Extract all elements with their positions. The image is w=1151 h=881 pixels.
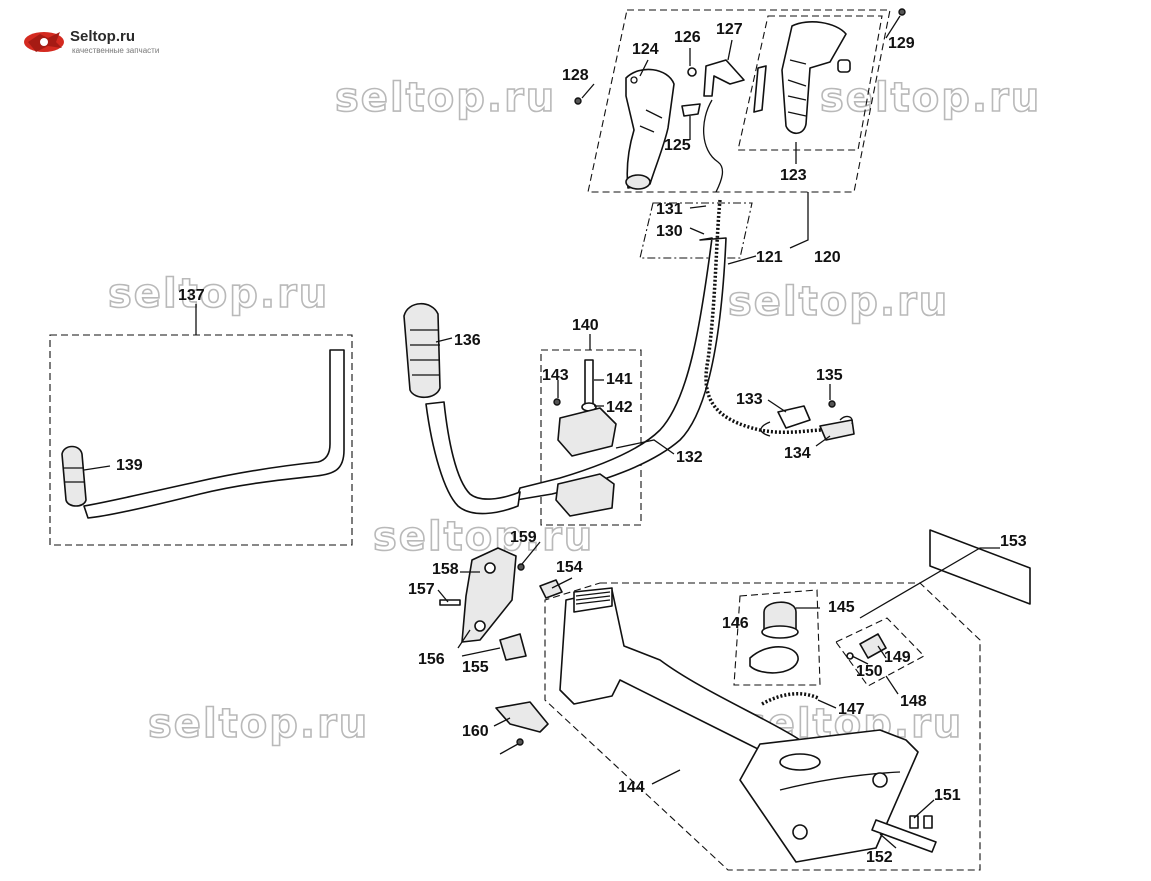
group-147-outline [835, 617, 925, 687]
label-125: 125 [664, 137, 691, 154]
label-130: 130 [656, 223, 683, 240]
label-139: 140 [572, 317, 599, 334]
label-136: 136 [454, 332, 481, 349]
group-130-outline [639, 202, 753, 259]
part-144-cap [749, 601, 819, 706]
label-132: 133 [736, 391, 763, 408]
label-147: 148 [900, 693, 927, 710]
watermark-2: seltop.ru [820, 75, 1041, 121]
group-137-outline [49, 334, 353, 546]
site-logo[interactable]: Seltop.ru качественные запчасти [22, 24, 212, 58]
label-129: 129 [888, 35, 915, 52]
label-131: 131 [656, 201, 683, 218]
watermark-6: seltop.ru [148, 701, 369, 747]
label-137: 137 [178, 287, 205, 304]
part-135-main-tube [425, 199, 837, 515]
watermarks: seltop.ru seltop.ru seltop.ru seltop.ru … [107, 74, 1041, 748]
label-144: 145 [828, 599, 855, 616]
label-123: 123 [780, 167, 807, 184]
label-138: 139 [116, 457, 143, 474]
part-132-133-134-switch [760, 405, 855, 441]
part-155-bracket [439, 547, 563, 733]
label-145: 146 [722, 615, 749, 632]
part-150-151-pin [871, 815, 937, 853]
logo-name: Seltop.ru [70, 28, 136, 45]
label-140: 141 [606, 371, 633, 388]
label-133: 134 [784, 445, 811, 462]
label-134: 135 [816, 367, 843, 384]
part-123-housing [753, 21, 851, 135]
group-143-outline [544, 582, 981, 871]
part-125-126-127 [681, 59, 745, 193]
label-154: 155 [462, 659, 489, 676]
label-152: 153 [1000, 533, 1027, 550]
label-127: 127 [716, 21, 743, 38]
group-outlines [49, 9, 981, 871]
label-128: 128 [562, 67, 589, 84]
part-137-loop-handle [61, 349, 345, 519]
group-144-outline [733, 589, 821, 686]
label-143: 144 [618, 779, 645, 796]
label-153: 154 [556, 559, 583, 576]
watermark-5: seltop.ru [373, 514, 594, 560]
label-151: 152 [866, 849, 893, 866]
watermark-1: seltop.ru [335, 75, 556, 121]
part-124-handle [625, 68, 675, 190]
screws [516, 8, 906, 746]
label-155: 156 [418, 651, 445, 668]
logo-tagline: качественные запчасти [72, 46, 160, 55]
label-142: 143 [542, 367, 569, 384]
leader-lines [83, 15, 1000, 849]
label-146: 147 [838, 701, 865, 718]
label-126: 126 [674, 29, 701, 46]
group-139-outline [540, 349, 642, 526]
label-141: 142 [606, 399, 633, 416]
watermark-3: seltop.ru [108, 271, 329, 317]
part-labels: 124 126 127 129 128 125 123 131 130 121 … [116, 21, 1027, 866]
part-152-label [929, 529, 1031, 605]
label-157: 158 [432, 561, 459, 578]
label-124: 124 [632, 41, 659, 58]
group-120-outline [587, 9, 891, 193]
label-158: 159 [510, 529, 537, 546]
label-148: 149 [884, 649, 911, 666]
label-159: 160 [462, 723, 489, 740]
logo-icon [24, 32, 64, 52]
part-148-149-bushing [846, 633, 887, 660]
label-120: 120 [814, 249, 841, 266]
watermark-4: seltop.ru [728, 279, 949, 325]
label-150: 151 [934, 787, 961, 804]
part-136-grip [403, 302, 441, 399]
label-135: 132 [676, 449, 703, 466]
label-121: 121 [756, 249, 783, 266]
label-149: 150 [856, 663, 883, 680]
part-139-clamp [555, 359, 617, 517]
label-156: 157 [408, 581, 435, 598]
